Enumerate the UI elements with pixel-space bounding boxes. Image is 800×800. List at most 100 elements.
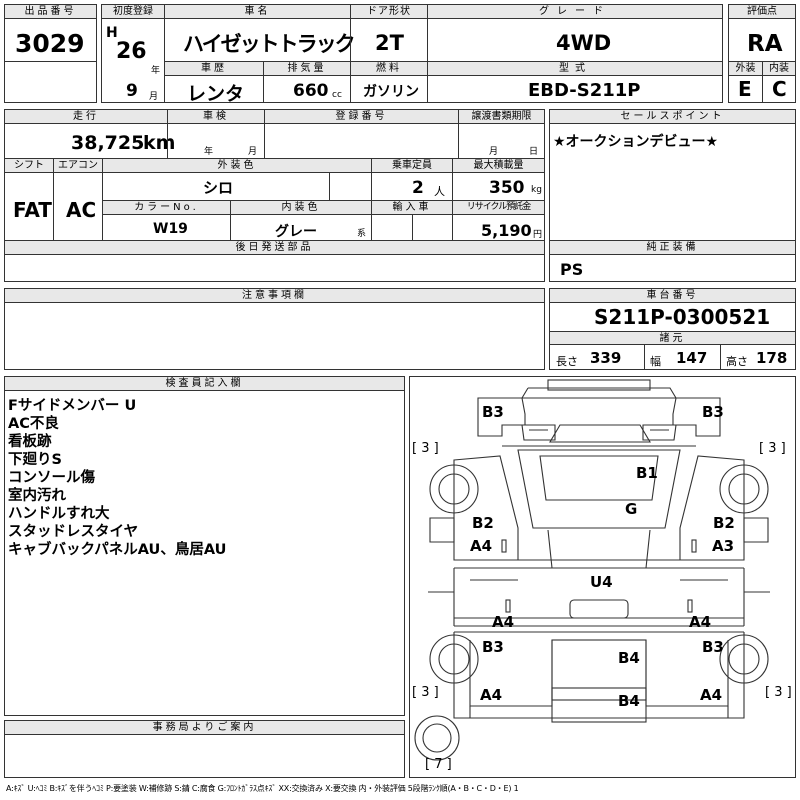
inspector-note: 下廻りS [8,452,62,468]
shift: FAT [13,198,52,222]
height: 178 [756,349,788,367]
import-header: 輸入車 [372,201,452,215]
inspector-note: スタッドレスタイヤ [8,524,139,540]
sales-point-cell: セールスポイント ★オークションデビュー★ [549,109,796,241]
tire-rating-spare: [ 7 ] [425,757,452,772]
door-type-header: ドア形状 [351,5,427,19]
capacity: 2 [412,178,424,198]
grade: 4WD [556,31,612,55]
max-load: 350 [489,178,525,198]
damage-mark-right-door: B2 [713,514,735,532]
history: レンタ [187,83,245,105]
damage-mark-tailgate: B4 [618,692,640,710]
fuel-cell: 燃料 ガソリン [350,61,428,103]
fuel: ガソリン [363,84,419,100]
inspection-header: 車検 [168,110,264,124]
damage-diagram-frame [409,376,796,778]
tire-rating-front-right: [ 3 ] [759,441,786,456]
recycle-cell: リサイクル預託金 5,190 円 [452,200,545,241]
damage-mark-roof: B1 [636,464,658,482]
damage-mark-bed-floor: B4 [618,649,640,667]
inspector-note: Fサイドメンバー U [8,398,137,414]
chassis-cell: 車台番号 S211P-0300521 諸元 長さ 339 幅 147 高さ 17… [549,288,796,370]
inspection-year-unit: 年 [204,147,214,157]
mileage-header: 走行 [5,110,167,124]
interior-grade: C [772,77,787,101]
aircon-cell: エアコン AC [53,158,103,241]
displacement-header: 排気量 [264,62,350,76]
damage-mark-right-rear: A4 [700,686,723,704]
width-label: 幅 [650,355,661,368]
car-name-header: 車名 [165,5,350,19]
damage-mark-left-sill: A4 [492,613,515,631]
inspector-notes-header: 検査員記入欄 [5,377,404,391]
genuine-equipment-cell: 純正装備 PS [549,240,796,282]
height-label: 高さ [726,355,748,368]
damage-mark-right-sill: A4 [689,613,712,631]
notes-cell: 注意事項欄 [4,288,545,370]
genuine-equipment: PS [560,260,584,279]
aircon-header: エアコン [54,159,102,173]
car-name: ハイゼットトラック [183,32,356,56]
max-load-unit: kg [531,185,542,195]
rating-header: 評価点 [729,5,795,19]
capacity-unit: 人 [434,185,445,198]
ext-color: シロ [203,179,234,197]
int-color: グレー [275,224,317,240]
width: 147 [676,349,708,367]
displacement: 660 [293,81,329,101]
specs-header: 諸元 [550,331,795,345]
damage-mark-left-door-lower: A4 [470,537,493,555]
specs-divider-1 [644,345,645,370]
genuine-equipment-header: 純正装備 [550,241,795,255]
damage-legend: A:ｷｽﾞ U:ﾍｺﾐ B:ｷｽﾞを伴うﾍｺﾐ P:要塗装 W:補修跡 S:錆 … [6,784,519,793]
sales-point: ★オークションデビュー★ [553,134,719,150]
inspector-note: キャブバックパネルAU、鳥居AU [8,542,227,558]
displacement-unit: cc [332,90,342,100]
tire-rating-front-left: [ 3 ] [412,441,439,456]
capacity-header: 乗車定員 [372,159,452,173]
exterior-header: 外装 [729,62,762,76]
lot-number: 3029 [15,29,85,58]
sales-point-header: セールスポイント [550,110,795,124]
damage-mark-windshield: G [625,500,638,518]
later-parts-cell: 後日発送部品 [4,240,545,282]
registration-year: 26 [116,39,147,64]
inspector-note: AC不良 [8,416,59,432]
history-cell: 車歴 レンタ [164,61,264,105]
length: 339 [590,349,622,367]
damage-mark-front-right: B3 [702,403,724,421]
interior-grade-cell: 内装 C [762,61,796,103]
chassis-header: 車台番号 [550,289,795,303]
model-cell: 型式 EBD-S211P [427,61,723,103]
transfer-day-unit: 日 [529,147,539,157]
damage-mark-left-bed: B3 [482,638,504,656]
damage-mark-floor: U4 [590,573,613,591]
interior-header: 内装 [763,62,795,76]
transfer-deadline-header: 譲渡書類期限 [459,110,544,124]
lot-number-blank [4,61,97,103]
later-parts-header: 後日発送部品 [5,241,544,255]
mileage: 38,725 [71,132,145,154]
int-color-unit: 系 [357,229,367,239]
first-registration-header: 初度登録 [102,5,164,19]
exterior-grade: E [738,77,752,101]
specs-divider-2 [720,345,721,370]
color-no: W19 [153,221,188,237]
lot-number-cell: 出品番号 3029 [4,4,97,62]
inspection-month-unit: 月 [248,147,258,157]
max-load-header: 最大積載量 [453,159,544,173]
tire-rating-rear-right: [ 3 ] [765,685,792,700]
lot-number-header: 出品番号 [5,5,96,19]
aircon: AC [66,198,97,222]
ext-color-divider [329,173,330,201]
damage-mark-front-left: B3 [482,403,504,421]
recycle-unit: 円 [533,230,543,240]
inspector-note: 室内汚れ [8,488,66,504]
grade-header: グレード [428,5,722,19]
length-label: 長さ [556,355,578,368]
era: H [106,25,118,41]
history-header: 車歴 [165,62,263,76]
tire-rating-rear-left: [ 3 ] [412,685,439,700]
